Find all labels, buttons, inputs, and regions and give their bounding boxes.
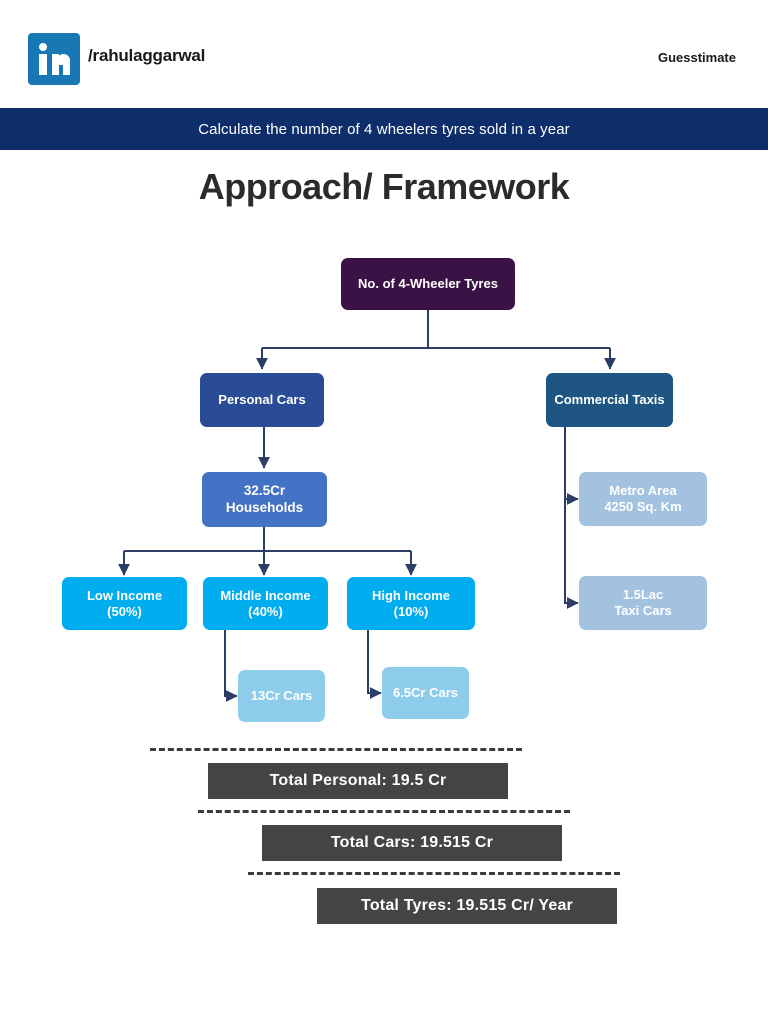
node-personal-cars[interactable]: Personal Cars	[200, 373, 324, 427]
node-middle-income[interactable]: Middle Income (40%)	[203, 577, 328, 630]
total-cars-bar: Total Cars: 19.515 Cr	[262, 825, 562, 861]
node-middle-cars[interactable]: 13Cr Cars	[238, 670, 325, 722]
node-high-income-line2: (10%)	[393, 603, 429, 619]
linkedin-icon	[28, 33, 80, 85]
node-root-label: No. of 4-Wheeler Tyres	[358, 276, 498, 292]
page-title: Approach/ Framework	[198, 166, 570, 207]
node-metro-area[interactable]: Metro Area 4250 Sq. Km	[579, 472, 707, 526]
total-tyres-bar: Total Tyres: 19.515 Cr/ Year	[317, 888, 617, 924]
node-low-income-line2: (50%)	[107, 603, 142, 619]
node-middle-income-line2: (40%)	[248, 603, 283, 619]
question-band: Calculate the number of 4 wheelers tyres…	[0, 108, 768, 150]
node-low-income[interactable]: Low Income (50%)	[62, 577, 187, 630]
total-personal-divider	[150, 748, 522, 751]
node-middle-cars-label: 13Cr Cars	[250, 688, 313, 704]
node-low-income-line1: Low Income	[86, 587, 163, 603]
page-header: /rahulaggarwal Guesstimate	[0, 0, 768, 108]
node-metro-area-line1: Metro Area	[609, 483, 677, 499]
node-commercial-taxis[interactable]: Commercial Taxis	[546, 373, 673, 427]
total-personal-bar: Total Personal: 19.5 Cr	[208, 763, 508, 799]
node-high-income-line1: High Income	[371, 587, 450, 603]
node-taxi-cars-line2: Taxi Cars	[614, 603, 672, 618]
node-personal-cars-label: Personal Cars	[218, 392, 306, 408]
node-high-cars-label: 6.5Cr Cars	[392, 685, 459, 701]
node-high-cars[interactable]: 6.5Cr Cars	[382, 667, 469, 719]
total-tyres-divider	[248, 872, 620, 875]
node-households-line2: Households	[225, 499, 304, 515]
question-text: Calculate the number of 4 wheelers tyres…	[198, 120, 570, 138]
node-middle-income-line1: Middle Income	[220, 587, 311, 603]
node-households-line1: 32.5Cr	[243, 483, 286, 499]
linkedin-handle: /rahulaggarwal	[88, 46, 206, 65]
node-taxi-cars-line1: 1.5Lac	[622, 587, 664, 603]
node-high-income[interactable]: High Income (10%)	[347, 577, 475, 630]
node-taxi-cars[interactable]: 1.5Lac Taxi Cars	[579, 576, 707, 630]
node-metro-area-line2: 4250 Sq. Km	[604, 499, 682, 514]
category-label: Guesstimate	[657, 50, 736, 65]
total-cars-divider	[198, 810, 570, 813]
node-root[interactable]: No. of 4-Wheeler Tyres	[341, 258, 515, 310]
node-commercial-taxis-label: Commercial Taxis	[554, 392, 665, 408]
node-households[interactable]: 32.5Cr Households	[202, 472, 327, 527]
